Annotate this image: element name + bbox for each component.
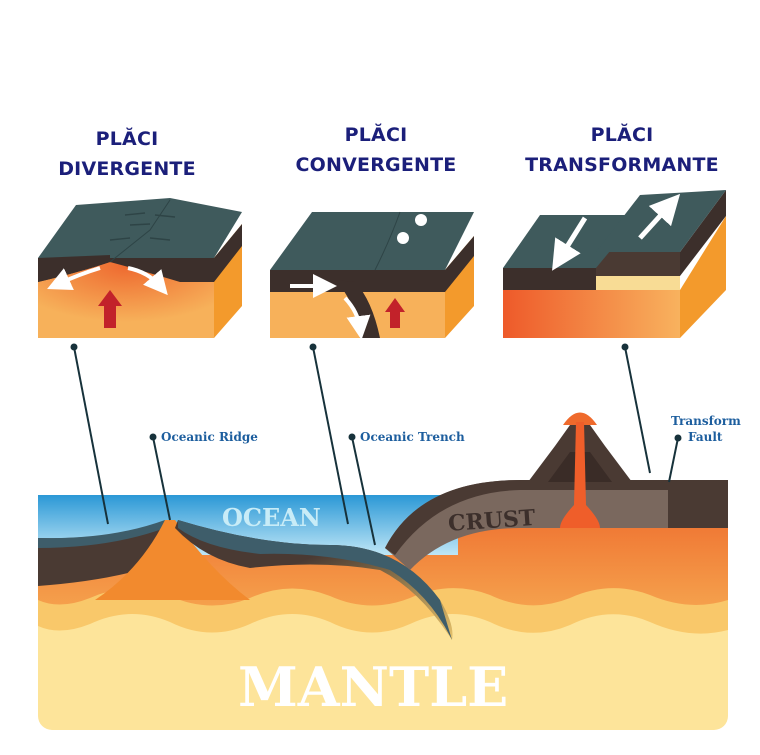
volcano-plume-icon [397,214,427,244]
title-convergent-line2: CONVERGENTE [295,154,457,176]
title-transform: PLĂCI TRANSFORMANTE [514,120,730,180]
transform-block [503,190,726,338]
title-convergent: PLĂCI CONVERGENTE [286,120,466,180]
label-transform-line1: Transform [671,414,741,428]
cross-section: Oceanic Ridge Oceanic Trench Transform F… [38,343,741,730]
mantle-label: MANTLE [238,655,508,719]
convergent-block [270,211,474,340]
title-divergent: PLĂCI DIVERGENTE [38,124,216,184]
crust-label: CRUST [447,505,536,537]
ocean-label: OCEAN [222,503,321,532]
title-divergent-line2: DIVERGENTE [58,158,196,180]
title-divergent-line1: PLĂCI [95,128,159,150]
title-transform-line2: TRANSFORMANTE [525,154,719,176]
divergent-block [38,198,242,338]
label-oceanic-ridge: Oceanic Ridge [161,430,258,444]
upwelling-arrow-icon [98,290,122,328]
title-transform-line1: PLĂCI [590,124,654,146]
label-transform-line2: Fault [688,430,723,444]
label-oceanic-trench: Oceanic Trench [360,430,465,444]
upwelling-arrow-icon [385,298,405,328]
title-convergent-line1: PLĂCI [344,124,408,146]
